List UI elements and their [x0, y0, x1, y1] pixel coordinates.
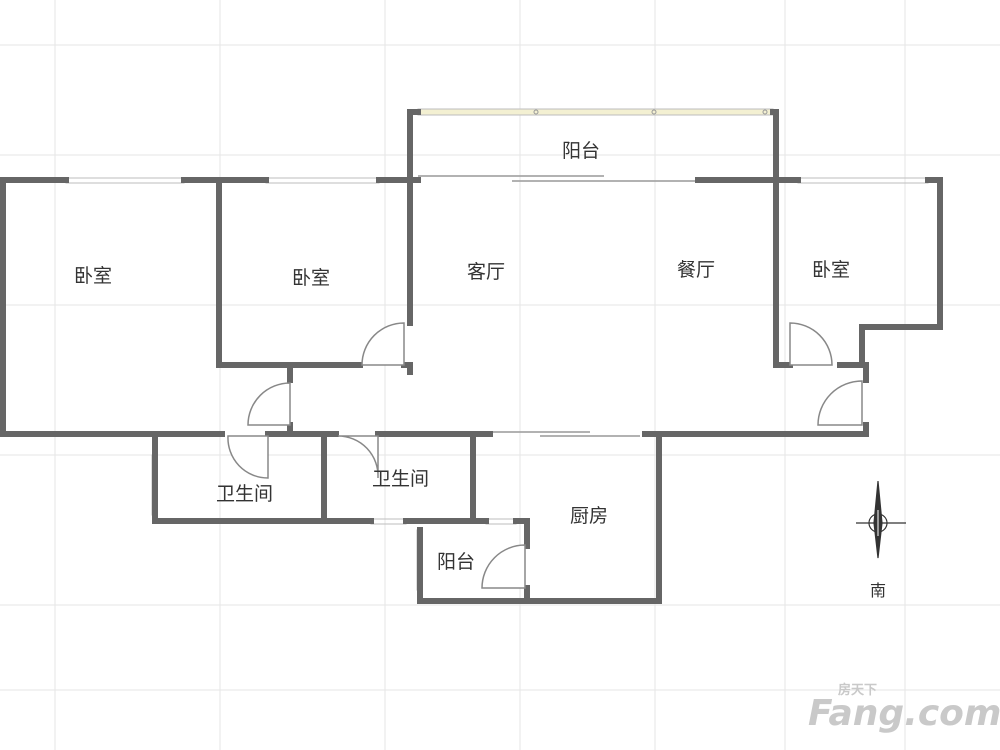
balcony-bottom-label: 阳台	[437, 551, 475, 573]
kitchen-label: 厨房	[570, 505, 608, 527]
bathroom-right-label: 卫生间	[372, 468, 429, 490]
bedroom-middle-label: 卧室	[292, 267, 330, 289]
bathroom-left-label: 卫生间	[216, 483, 273, 505]
compass-direction-label: 南	[870, 581, 886, 600]
sliding-doors	[418, 175, 698, 437]
windows	[65, 177, 929, 591]
living-room-label: 客厅	[467, 261, 505, 283]
door-swings	[227, 322, 863, 589]
walls	[0, 109, 943, 604]
dining-room-label: 餐厅	[677, 259, 715, 281]
bedroom-left-label: 卧室	[74, 265, 112, 287]
watermark-brand-cn: 房天下	[838, 682, 877, 698]
balcony-rail	[417, 108, 774, 116]
compass-icon	[856, 480, 906, 559]
balcony-top-label: 阳台	[562, 140, 600, 162]
watermark-logo: Fang.com 房天下	[808, 682, 1000, 734]
bedroom-right-label: 卧室	[812, 259, 850, 281]
watermark-brand: Fang.com	[808, 693, 1000, 734]
